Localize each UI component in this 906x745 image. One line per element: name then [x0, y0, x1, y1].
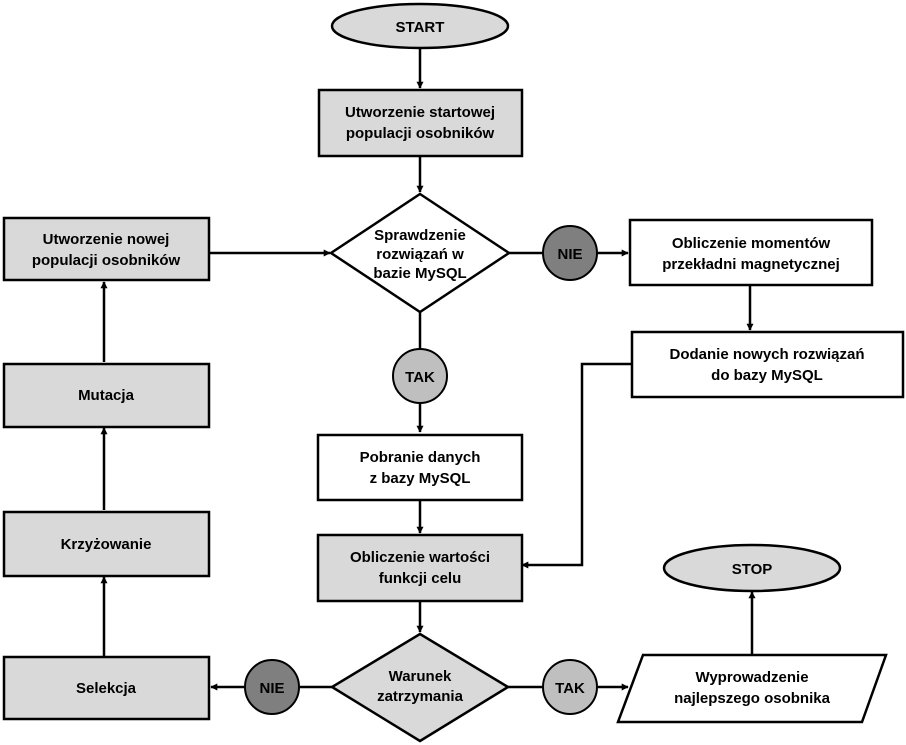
fetch-data-process: Pobranie danych z bazy MySQL [316, 433, 524, 502]
yes-connector-bottom: TAK [542, 659, 598, 715]
crossover-process: Krzyżowanie [2, 510, 211, 578]
output-best-line-2: najlepszego osobnika [674, 690, 831, 707]
fetch-data-line-1: Pobranie danych [360, 449, 481, 466]
new-population-line-1: Utworzenie nowej [43, 231, 170, 248]
compute-objective-line-2: funkcji celu [379, 570, 462, 587]
crossover-label: Krzyżowanie [61, 536, 152, 553]
output-best-io: Wyprowadzenie najlepszego osobnika [616, 653, 888, 724]
connectors [100, 48, 756, 691]
init-population-process: Utworzenie startowej populacji osobników [317, 88, 524, 158]
no-connector-bottom: NIE [244, 659, 300, 715]
add-solutions-line-2: do bazy MySQL [711, 367, 823, 384]
mutation-label: Mutacja [78, 387, 135, 404]
mutation-process: Mutacja [2, 362, 211, 429]
check-solutions-line-1: Sprawdzenie [374, 227, 466, 244]
fetch-data-line-2: z bazy MySQL [370, 470, 471, 487]
output-best-line-1: Wyprowadzenie [695, 669, 808, 686]
compute-moments-process: Obliczenie momentów przekładni magnetycz… [628, 218, 874, 287]
no-connector-top: NIE [542, 225, 598, 281]
arrow-add-to-objective [521, 362, 632, 569]
stop-condition-decision: Warunek zatrzymania [329, 632, 511, 743]
start-label: START [396, 19, 445, 36]
start-terminal: START [330, 2, 510, 50]
selection-label: Selekcja [76, 680, 137, 697]
stop-terminal: STOP [662, 543, 842, 593]
new-population-process: Utworzenie nowej populacji osobników [2, 216, 211, 282]
no-label-bottom: NIE [259, 680, 284, 697]
check-solutions-line-3: bazie MySQL [373, 265, 466, 282]
init-population-line-2: populacji osobników [346, 125, 495, 142]
no-label-top: NIE [557, 246, 582, 263]
stop-label: STOP [732, 561, 773, 578]
compute-objective-process: Obliczenie wartości funkcji celu [316, 533, 524, 603]
stop-condition-line-1: Warunek [389, 668, 452, 685]
add-solutions-process: Dodanie nowych rozwiązań do bazy MySQL [630, 330, 905, 399]
compute-moments-line-1: Obliczenie momentów [672, 235, 831, 252]
init-population-line-1: Utworzenie startowej [345, 104, 495, 121]
new-population-line-2: populacji osobników [32, 252, 181, 269]
check-solutions-decision: Sprawdzenie rozwiązań w bazie MySQL [328, 192, 512, 314]
selection-process: Selekcja [2, 655, 211, 721]
compute-moments-line-2: przekładni magnetycznej [662, 256, 840, 273]
yes-label-middle: TAK [405, 369, 435, 386]
yes-connector-middle: TAK [392, 348, 448, 404]
compute-objective-line-1: Obliczenie wartości [350, 549, 490, 566]
check-solutions-line-2: rozwiązań w [376, 246, 464, 263]
add-solutions-line-1: Dodanie nowych rozwiązań [669, 346, 864, 363]
yes-label-bottom: TAK [555, 680, 585, 697]
stop-condition-line-2: zatrzymania [377, 688, 464, 705]
